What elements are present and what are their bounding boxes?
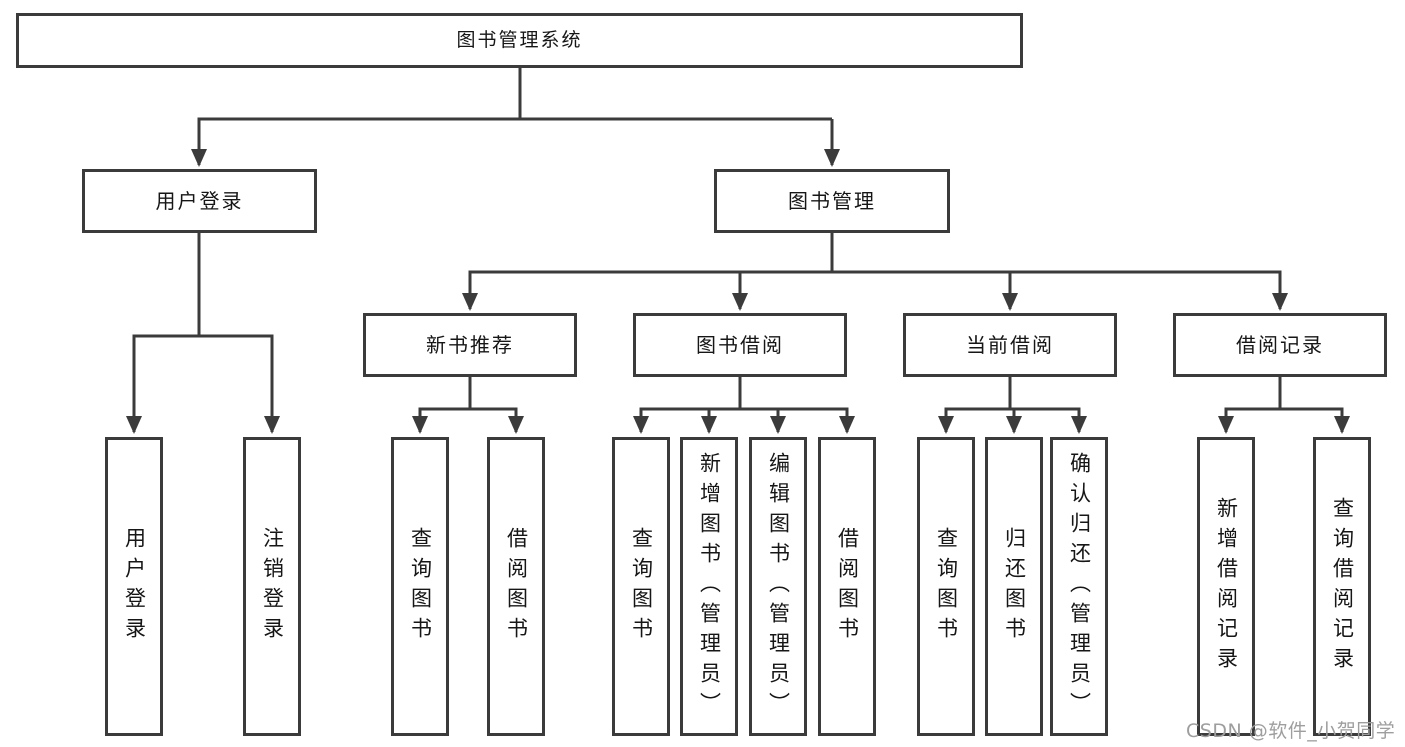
node-leaf-query-books-current: 查询图书 [917,437,975,736]
node-leaf-logout: 注销登录 [243,437,301,736]
node-leaf-user-login: 用户登录 [105,437,163,736]
node-user-login: 用户登录 [82,169,317,233]
node-book-borrowing: 图书借阅 [633,313,847,377]
node-library-management-system: 图书管理系统 [16,13,1023,68]
node-leaf-query-books-borrowing: 查询图书 [612,437,670,736]
node-book-management: 图书管理 [714,169,950,233]
node-leaf-borrow-books-borrowing: 借阅图书 [818,437,876,736]
csdn-watermark: CSDN @软件_小贺同学 [1186,720,1396,742]
node-borrow-records: 借阅记录 [1173,313,1387,377]
node-leaf-edit-books-admin: 编辑图书（管理员） [749,437,807,736]
node-leaf-add-books-admin: 新增图书（管理员） [680,437,738,736]
node-leaf-confirm-return-admin: 确认归还（管理员） [1050,437,1108,736]
node-leaf-borrow-books-recommend: 借阅图书 [487,437,545,736]
node-leaf-query-books-recommend: 查询图书 [391,437,449,736]
node-leaf-return-books: 归还图书 [985,437,1043,736]
node-current-borrowing: 当前借阅 [903,313,1117,377]
node-leaf-query-borrow-record: 查询借阅记录 [1313,437,1371,736]
node-leaf-add-borrow-record: 新增借阅记录 [1197,437,1255,736]
node-new-book-recommend: 新书推荐 [363,313,577,377]
